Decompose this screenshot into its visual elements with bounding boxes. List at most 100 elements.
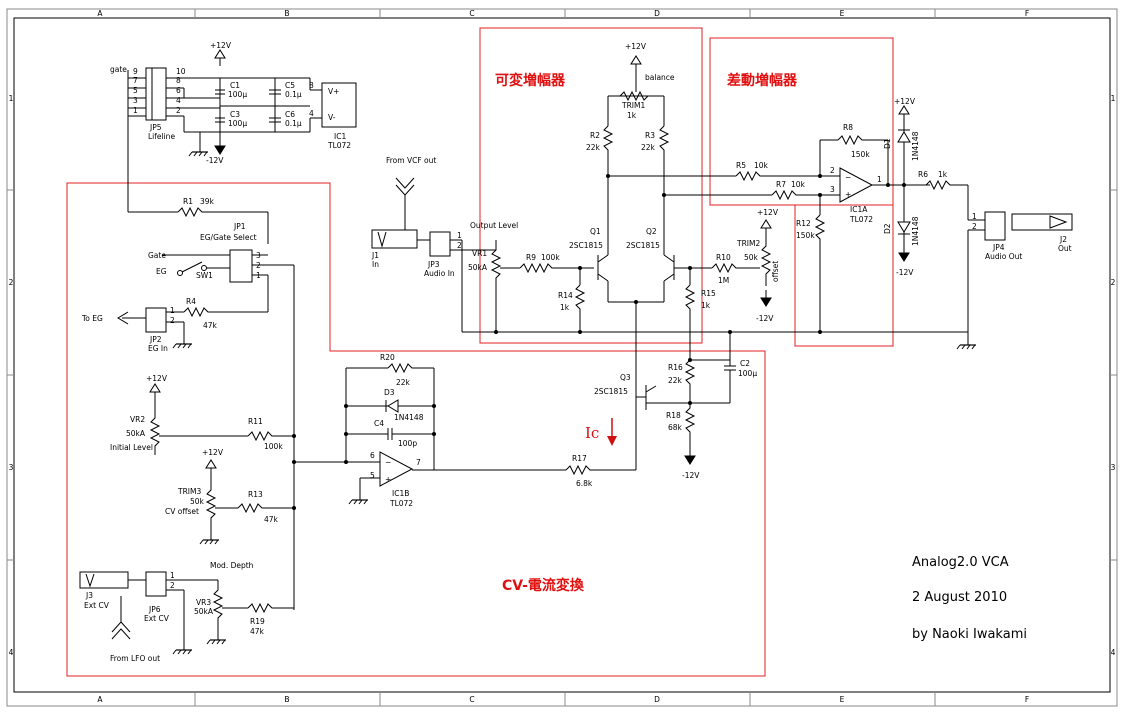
svg-text:EG: EG xyxy=(156,267,167,276)
section-label-vga: 可変増幅器 xyxy=(495,72,566,89)
col-label-a-bottom: A xyxy=(97,695,103,704)
svg-text:Ext CV: Ext CV xyxy=(144,614,170,623)
svg-text:47k: 47k xyxy=(203,321,218,330)
svg-text:R2: R2 xyxy=(590,131,600,140)
svg-text:-12V: -12V xyxy=(756,314,774,323)
svg-text:Out: Out xyxy=(1058,244,1072,253)
svg-text:Mod. Depth: Mod. Depth xyxy=(210,561,254,570)
svg-text:C4: C4 xyxy=(374,419,384,428)
diff-amp-output-box xyxy=(794,204,894,347)
col-label-a: A xyxy=(97,9,103,18)
svg-text:5: 5 xyxy=(133,86,138,95)
row-label-1-right: 1 xyxy=(1111,94,1116,103)
svg-text:1k: 1k xyxy=(701,301,711,310)
section-label-diff-amp: 差動増幅器 xyxy=(727,72,798,89)
svg-text:100μ: 100μ xyxy=(228,119,247,128)
svg-text:100k: 100k xyxy=(264,442,283,451)
svg-text:1N4148: 1N4148 xyxy=(911,131,920,161)
svg-text:1N4148: 1N4148 xyxy=(394,413,424,422)
svg-text:−: − xyxy=(845,173,851,182)
svg-text:JP3: JP3 xyxy=(427,260,440,269)
col-label-b: B xyxy=(284,9,289,18)
svg-text:10k: 10k xyxy=(754,161,769,170)
svg-text:TRIM1: TRIM1 xyxy=(621,101,645,110)
svg-text:2SC1815: 2SC1815 xyxy=(569,241,603,250)
j3-jack xyxy=(79,571,129,589)
svg-text:JP4: JP4 xyxy=(992,243,1005,252)
ic1b-opamp xyxy=(379,451,414,487)
svg-text:1k: 1k xyxy=(560,303,570,312)
svg-text:R18: R18 xyxy=(666,411,681,420)
svg-text:Q1: Q1 xyxy=(590,227,601,236)
svg-text:Q3: Q3 xyxy=(620,373,631,382)
svg-text:V+: V+ xyxy=(328,87,339,96)
svg-text:+12V: +12V xyxy=(757,208,779,217)
col-label-f: F xyxy=(1025,9,1029,18)
svg-text:C1: C1 xyxy=(230,81,240,90)
col-label-d-bottom: D xyxy=(654,695,660,704)
svg-text:J3: J3 xyxy=(85,591,93,600)
svg-text:+12V: +12V xyxy=(202,448,224,457)
svg-text:2: 2 xyxy=(830,166,835,175)
svg-text:100k: 100k xyxy=(541,253,560,262)
svg-text:+12V: +12V xyxy=(894,97,916,106)
svg-text:1: 1 xyxy=(877,175,882,184)
svg-text:C6: C6 xyxy=(285,110,295,119)
svg-text:1: 1 xyxy=(457,231,462,240)
svg-text:-12V: -12V xyxy=(682,471,700,480)
row-label-1: 1 xyxy=(9,94,14,103)
jp5-header xyxy=(145,67,167,121)
svg-text:22k: 22k xyxy=(641,143,656,152)
svg-text:22k: 22k xyxy=(586,143,601,152)
svg-text:TRIM2: TRIM2 xyxy=(736,239,760,248)
section-label-cv-converter: CV-電流変換 xyxy=(502,577,585,594)
power-section: gate 9 7 5 3 1 10 8 6 4 2 JP5 Lifeline +… xyxy=(110,41,357,212)
svg-text:6: 6 xyxy=(370,451,375,460)
svg-text:Lifeline: Lifeline xyxy=(148,132,175,141)
svg-text:0.1μ: 0.1μ xyxy=(285,90,302,99)
svg-text:100p: 100p xyxy=(398,439,417,448)
svg-text:50k: 50k xyxy=(190,497,205,506)
svg-text:1: 1 xyxy=(170,306,175,315)
svg-text:JP6: JP6 xyxy=(148,605,161,614)
svg-text:50kA: 50kA xyxy=(126,429,146,438)
svg-text:R20: R20 xyxy=(380,353,395,362)
svg-text:R9: R9 xyxy=(526,253,536,262)
svg-text:1: 1 xyxy=(972,212,977,221)
svg-text:From VCF out: From VCF out xyxy=(386,156,436,165)
svg-text:150k: 150k xyxy=(796,231,815,240)
jp4-header xyxy=(984,211,1006,241)
svg-text:TL072: TL072 xyxy=(849,215,873,224)
jp3-header xyxy=(429,231,451,257)
col-label-f-bottom: F xyxy=(1025,695,1029,704)
svg-text:In: In xyxy=(372,260,379,269)
svg-text:6.8k: 6.8k xyxy=(576,479,593,488)
svg-text:R8: R8 xyxy=(843,123,853,132)
svg-text:offset: offset xyxy=(771,261,780,282)
svg-text:1k: 1k xyxy=(938,170,948,179)
svg-text:68k: 68k xyxy=(668,423,683,432)
svg-text:From LFO out: From LFO out xyxy=(110,654,160,663)
vga-box xyxy=(479,27,703,344)
svg-text:R4: R4 xyxy=(186,297,196,306)
svg-text:Gate: Gate xyxy=(148,251,166,260)
svg-text:3: 3 xyxy=(133,96,138,105)
jp1-header xyxy=(229,249,253,283)
svg-text:+12V: +12V xyxy=(625,42,647,51)
svg-text:R1: R1 xyxy=(183,197,193,206)
ic1a-opamp xyxy=(839,167,874,203)
svg-text:9: 9 xyxy=(133,67,138,76)
svg-text:IC1A: IC1A xyxy=(850,205,868,214)
svg-text:D1: D1 xyxy=(883,138,892,149)
svg-text:1k: 1k xyxy=(627,111,637,120)
col-label-e: E xyxy=(840,9,845,18)
svg-text:2: 2 xyxy=(972,222,977,231)
svg-text:R14: R14 xyxy=(558,291,573,300)
svg-text:Output Level: Output Level xyxy=(470,221,518,230)
svg-text:D3: D3 xyxy=(384,388,395,397)
svg-text:Q2: Q2 xyxy=(646,227,657,236)
svg-text:100μ: 100μ xyxy=(228,90,247,99)
svg-text:50k: 50k xyxy=(744,253,759,262)
svg-text:JP1: JP1 xyxy=(233,222,246,231)
